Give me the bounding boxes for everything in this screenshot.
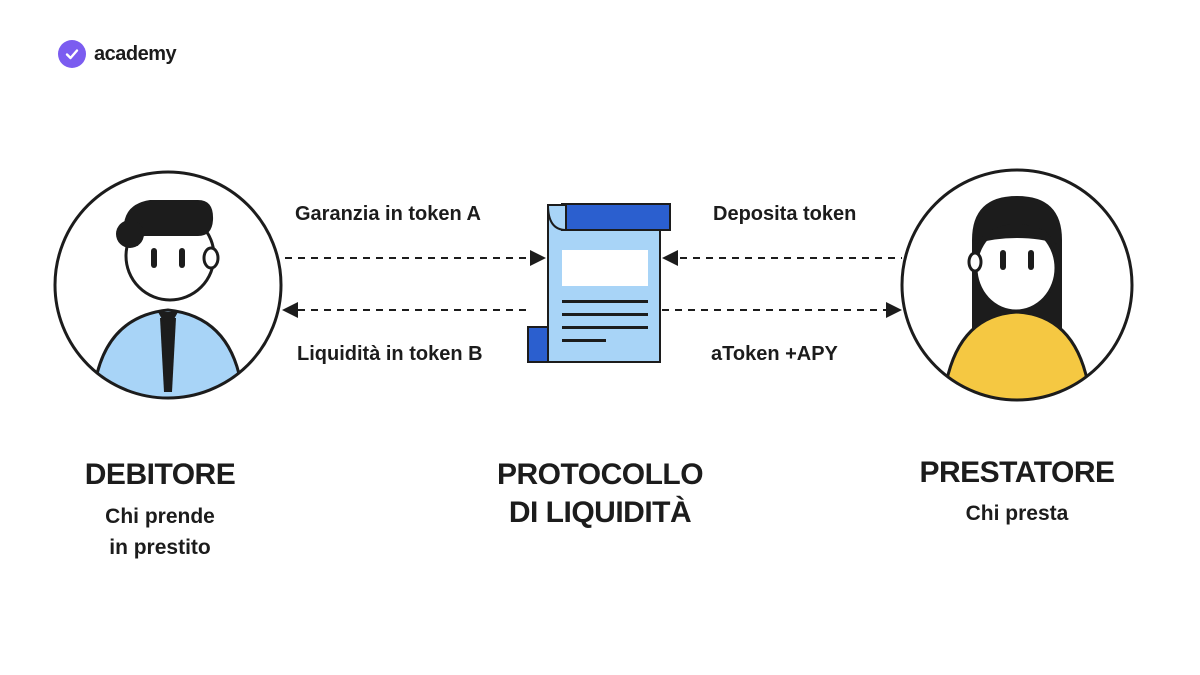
check-icon (58, 40, 86, 68)
lender-avatar (900, 168, 1134, 402)
arrow-head-right-icon (530, 250, 546, 266)
protocol-title: PROTOCOLLO DI LIQUIDITÀ (496, 458, 704, 529)
brand-name: academy (94, 42, 177, 65)
flow-label-deposit: Deposita token (713, 203, 857, 225)
lender-subtitle: Chi presta (965, 502, 1069, 525)
lender-title: PRESTATORE (919, 456, 1115, 489)
document-icon (527, 203, 671, 363)
arrow-head-right-icon (886, 302, 902, 318)
brand-logo: academy (58, 40, 177, 68)
arrow-head-left-icon (282, 302, 298, 318)
borrower-avatar (53, 170, 283, 400)
borrower-subtitle: Chi prende in prestito (105, 505, 215, 559)
borrower-title: DEBITORE (84, 458, 236, 491)
flow-label-collateral: Garanzia in token A (295, 203, 481, 225)
arrow-head-left-icon (662, 250, 678, 266)
flow-label-atoken: aToken +APY (711, 343, 838, 365)
flow-label-liquidity: Liquidità in token B (297, 343, 483, 365)
tie-icon (160, 318, 176, 392)
